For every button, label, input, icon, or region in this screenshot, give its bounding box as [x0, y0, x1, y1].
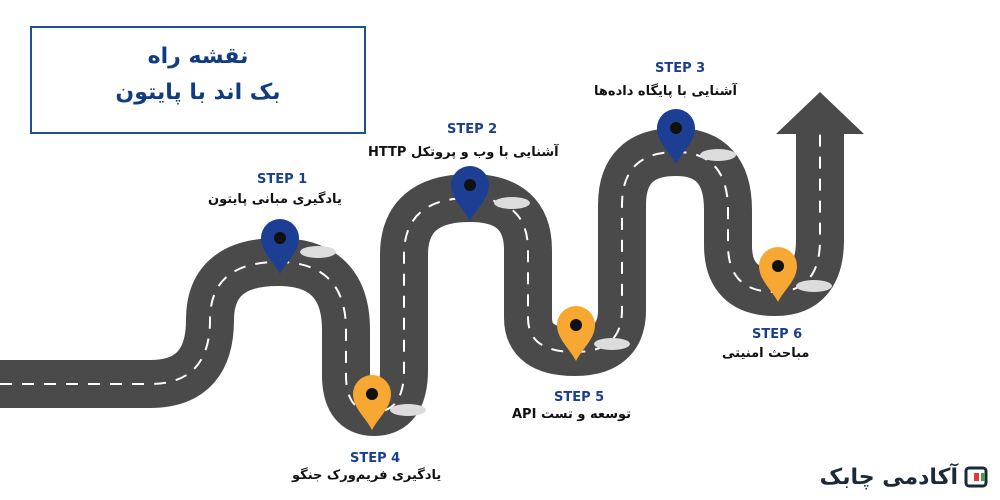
step-6-desc: مباحث امنیتی — [722, 346, 810, 361]
step-1-desc: یادگیری مبانی پایتون — [208, 192, 342, 207]
title-box: نقشه راه بک اند با پایتون — [30, 26, 366, 134]
step-3-label: STEP 3 — [655, 61, 706, 76]
road-arrow-head — [776, 92, 864, 134]
step-3-desc: آشنایی با پایگاه داده‌ها — [594, 84, 737, 99]
title-line-2: بک اند با پایتون — [115, 80, 281, 105]
title-line-1: نقشه راه — [147, 44, 249, 69]
brand-logo-text: آکادمی چابک — [819, 464, 958, 490]
pin-step-4 — [353, 375, 391, 430]
brand-logo-icon — [964, 466, 988, 488]
step-6-label: STEP 6 — [752, 327, 803, 342]
step-4-desc: یادگیری فریم‌ورک جنگو — [292, 468, 442, 483]
pin-step-3 — [657, 109, 695, 164]
step-5-desc: توسعه و تست API — [512, 407, 632, 422]
pin-step-2 — [451, 166, 489, 221]
step-2-desc: آشنایی با وب و پروتکل HTTP — [368, 145, 559, 160]
pin-shadows — [300, 149, 832, 416]
pin-step-1 — [261, 219, 299, 274]
pin-step-5 — [557, 306, 595, 361]
step-5-label: STEP 5 — [554, 390, 605, 405]
step-2-label: STEP 2 — [447, 122, 498, 137]
brand-logo: آکادمی چابک — [820, 460, 990, 494]
road — [0, 92, 864, 436]
pin-step-6 — [759, 247, 797, 302]
step-1-label: STEP 1 — [257, 172, 308, 187]
step-4-label: STEP 4 — [350, 451, 401, 466]
